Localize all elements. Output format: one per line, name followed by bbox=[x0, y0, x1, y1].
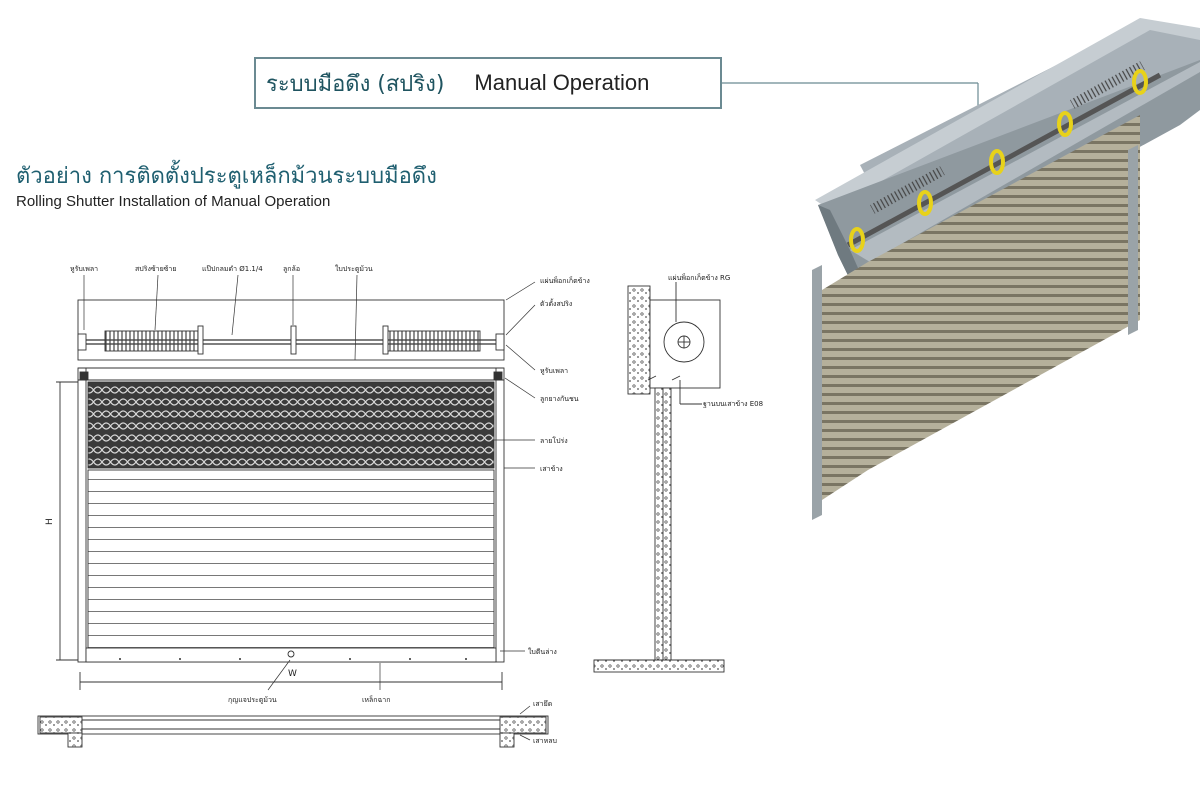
section-heading-thai: ตัวอย่าง การติดตั้งประตูเหล็กม้วนระบบมือ… bbox=[16, 164, 437, 189]
label-wheel: ลูกล้อ bbox=[283, 265, 300, 273]
label-angle-bar: เหล็กฉาก bbox=[362, 695, 390, 704]
title-thai: ระบบมือดึง (สปริง) bbox=[266, 71, 445, 97]
label-perforated: ลายโปร่ง bbox=[540, 436, 568, 445]
label-fixed-post: เสายึด bbox=[533, 699, 552, 708]
label-pipe: แป๊ปกลมดำ Ø1.1/4 bbox=[202, 265, 263, 273]
label-side-post: เสาข้าง bbox=[540, 465, 563, 473]
title-english: Manual Operation bbox=[474, 70, 650, 95]
leader-lines bbox=[83, 274, 536, 741]
label-rubber-stopper: ลูกยางกันชน bbox=[540, 395, 579, 403]
label-curtain: ใบประตูม้วน bbox=[335, 264, 373, 273]
label-bottom-bar: ใบตีนล่าง bbox=[528, 647, 557, 656]
label-bracket-plate: แผ่นพ็อกเก็ตข้าง bbox=[540, 276, 590, 285]
label-side-bracket-plate: แผ่นพ็อกเก็ตข้าง RG bbox=[668, 273, 730, 282]
plan-view-drawing bbox=[37, 715, 549, 748]
label-shaft-holder-left: หูรับเพลา bbox=[70, 265, 98, 273]
dim-width-label: W bbox=[288, 669, 297, 679]
label-spring-left: สปริงซ้ายซ้าย bbox=[135, 265, 176, 273]
side-view-drawing bbox=[593, 282, 725, 673]
label-hollow-post: เสาหลบ bbox=[533, 737, 557, 745]
label-spring-adjuster: ตัวตั้งสปริง bbox=[540, 297, 572, 308]
title-box: ระบบมือดึง (สปริง) Manual Operation bbox=[254, 57, 722, 109]
label-shaft-holder-right: หูรับเพลา bbox=[540, 367, 568, 375]
label-post-base: ฐานบนเสาข้าง E08 bbox=[703, 400, 763, 408]
label-lock: กุญแจประตูม้วน bbox=[228, 696, 277, 704]
shutter-3d-illustration bbox=[812, 18, 1200, 520]
dim-height-label: H bbox=[45, 518, 55, 525]
wheel-rings bbox=[849, 69, 1148, 253]
section-heading-english: Rolling Shutter Installation of Manual O… bbox=[16, 193, 331, 210]
front-view-drawing bbox=[56, 299, 505, 690]
